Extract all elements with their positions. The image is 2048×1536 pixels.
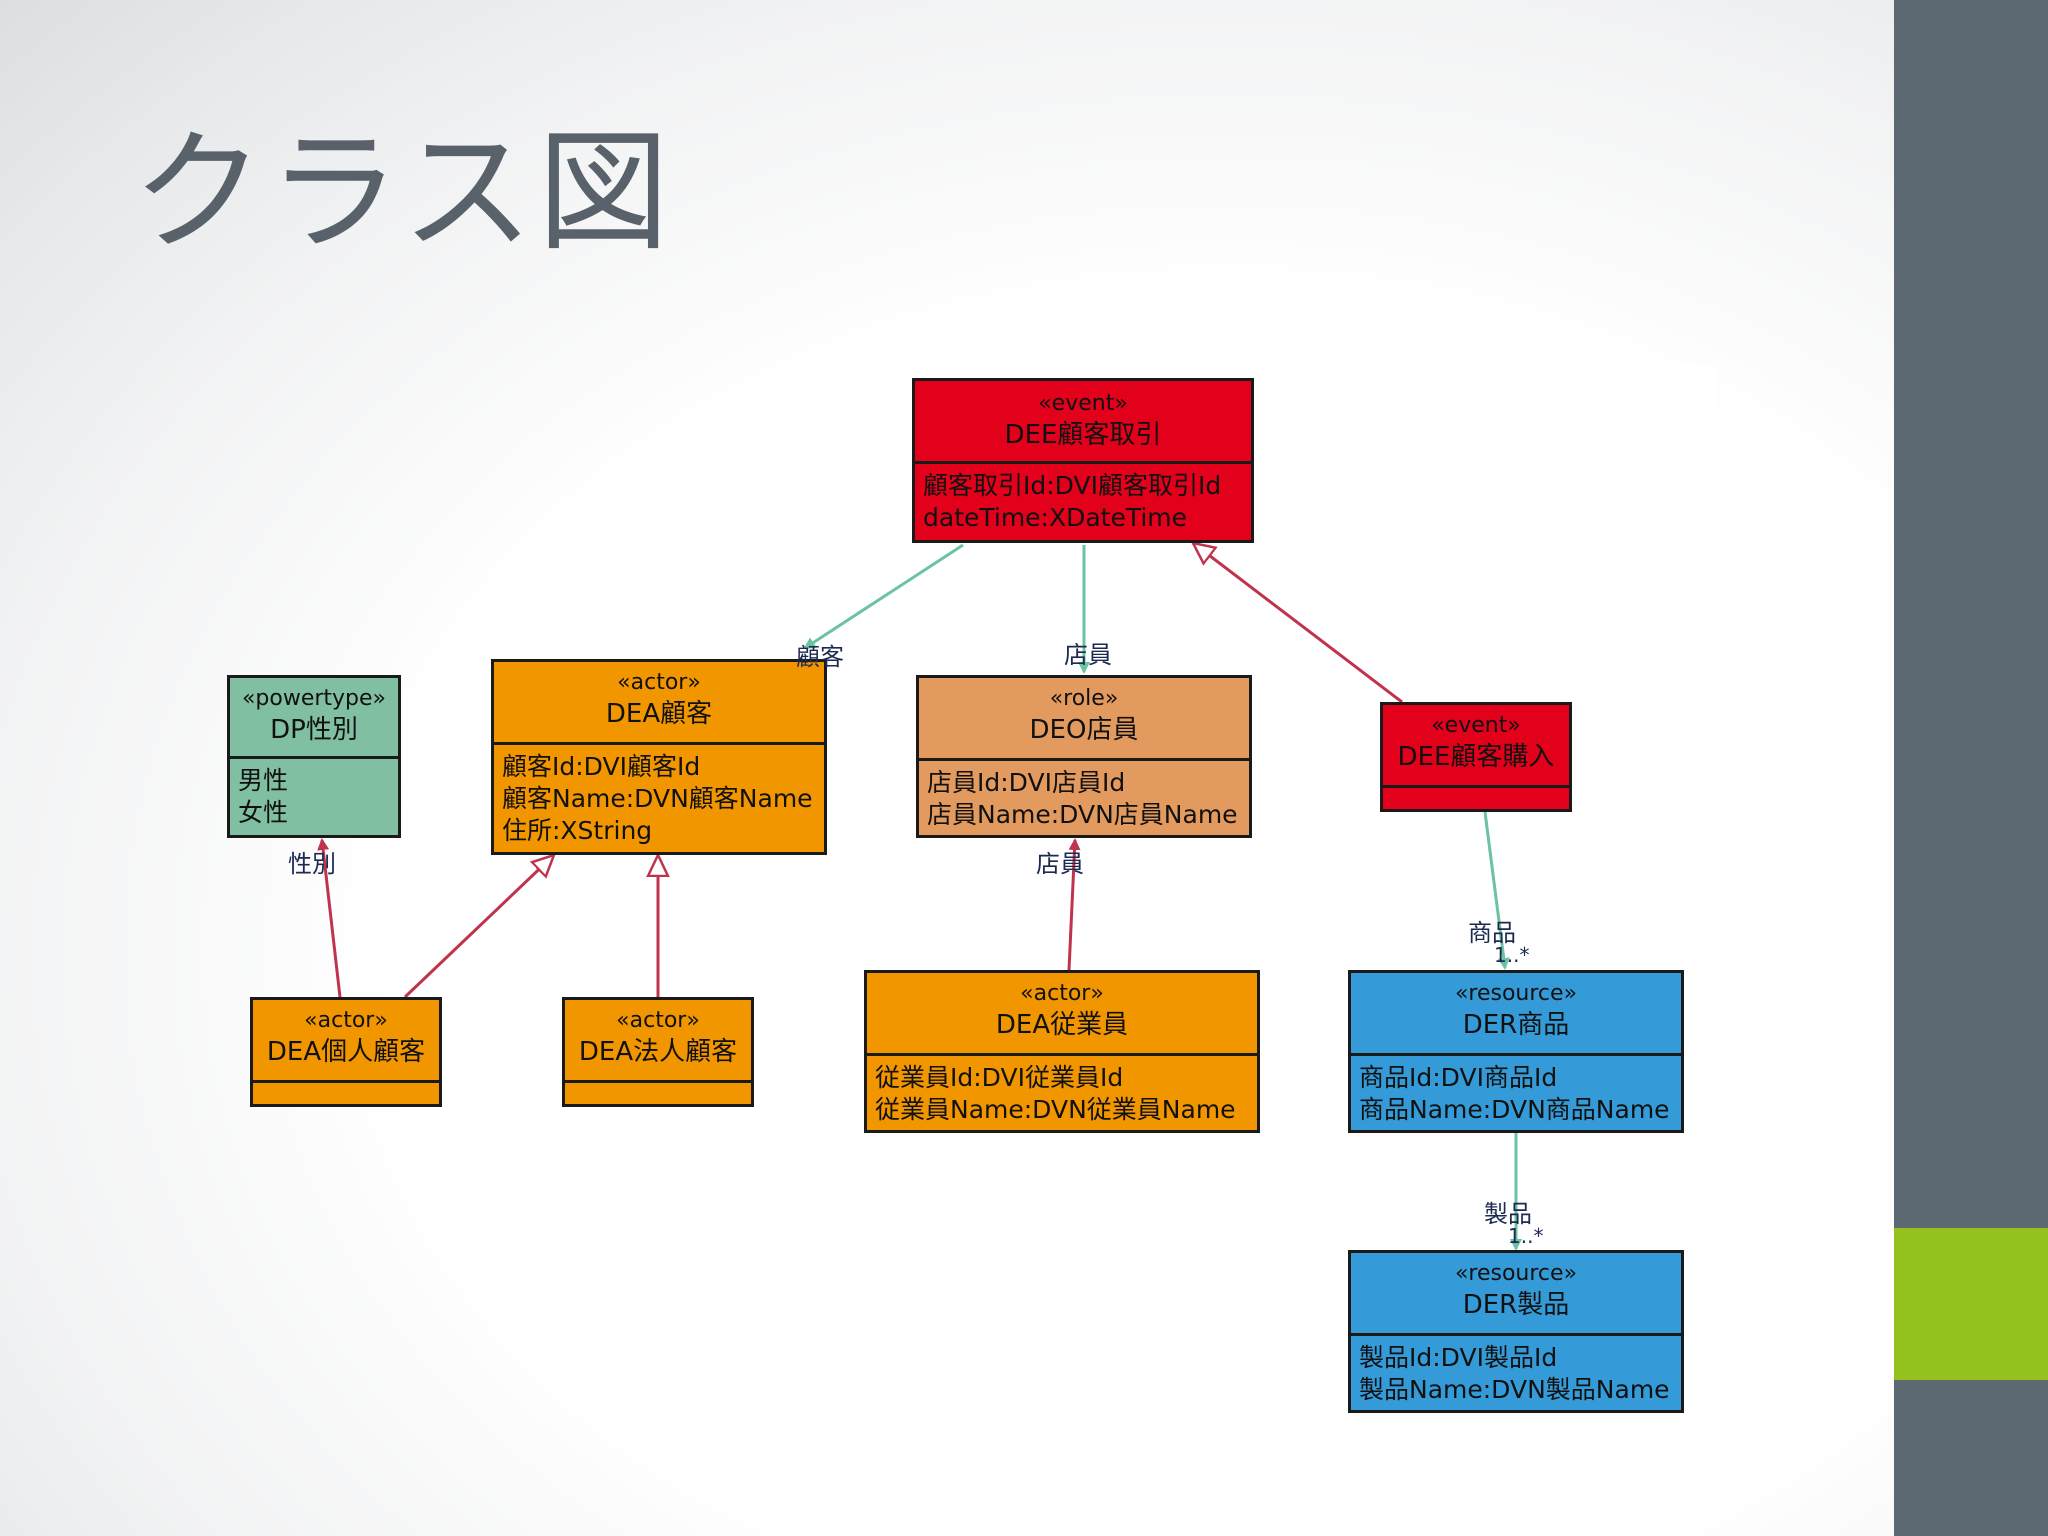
class-box: «actor» DEA顧客 顧客Id:DVI顧客Id 顧客Name:DVN顧客N…: [491, 659, 827, 855]
class-attributes: 従業員Id:DVI従業員Id 従業員Name:DVN従業員Name: [867, 1053, 1257, 1132]
class-attribute: 商品Name:DVN商品Name: [1359, 1095, 1670, 1124]
class-attributes: [565, 1080, 751, 1107]
class-header: «actor» DEA個人顧客: [253, 1000, 439, 1080]
class-header: «actor» DEA従業員: [867, 973, 1257, 1053]
connector-konyu-torihiki: [1193, 543, 1403, 704]
class-stereotype: «event»: [1038, 391, 1128, 416]
class-name: DEO店員: [1029, 715, 1139, 745]
class-attribute: 従業員Id:DVI従業員Id: [875, 1063, 1124, 1092]
class-box: «resource» DER商品 商品Id:DVI商品Id 商品Name:DVN…: [1348, 970, 1684, 1133]
class-name: DEA従業員: [995, 1010, 1129, 1040]
class-box: «role» DEO店員 店員Id:DVI店員Id 店員Name:DVN店員Na…: [916, 675, 1252, 838]
role-label: 顧客: [796, 643, 844, 671]
class-name: DP性別: [270, 715, 358, 745]
class-attribute: 顧客Id:DVI顧客Id: [502, 752, 701, 781]
class-attribute: 商品Id:DVI商品Id: [1359, 1063, 1558, 1092]
class-header: «resource» DER商品: [1351, 973, 1681, 1053]
role-label: 製品: [1484, 1200, 1532, 1228]
connector-torihiki-kokyaku: [803, 543, 964, 650]
class-attribute: 顧客取引Id:DVI顧客取引Id: [923, 471, 1222, 500]
class-name: DEA顧客: [605, 699, 713, 729]
class-stereotype: «actor»: [304, 1008, 388, 1033]
class-attribute: 従業員Name:DVN従業員Name: [875, 1095, 1236, 1124]
sidebar-accent-block: [1894, 1228, 2048, 1380]
class-name: DEA個人顧客: [266, 1037, 426, 1067]
class-stereotype: «actor»: [1020, 981, 1104, 1006]
class-attributes: [253, 1080, 439, 1107]
class-attribute: 店員Name:DVN店員Name: [927, 800, 1238, 829]
class-stereotype: «resource»: [1454, 981, 1578, 1006]
class-header: «role» DEO店員: [919, 678, 1249, 758]
class-attribute: 店員Id:DVI店員Id: [927, 768, 1126, 797]
slide-title: クラス図: [132, 116, 674, 270]
multiplicity-label: 1..*: [1508, 1224, 1544, 1248]
class-header: «event» DEE顧客購入: [1383, 705, 1569, 785]
class-stereotype: «resource»: [1454, 1261, 1578, 1286]
class-box: «event» DEE顧客取引 顧客取引Id:DVI顧客取引Id dateTim…: [912, 378, 1254, 543]
class-box: «actor» DEA法人顧客: [562, 997, 754, 1107]
class-stereotype: «powertype»: [241, 686, 387, 711]
class-name: DEE顧客取引: [1004, 420, 1162, 450]
class-attribute: 製品Id:DVI製品Id: [1359, 1343, 1558, 1372]
class-box: «powertype» DP性別 男性 女性: [227, 675, 401, 838]
class-stereotype: «event»: [1431, 713, 1521, 738]
class-attributes: 製品Id:DVI製品Id 製品Name:DVN製品Name: [1351, 1333, 1681, 1412]
class-name: DER製品: [1462, 1290, 1570, 1320]
class-name: DEA法人顧客: [578, 1037, 738, 1067]
class-header: «actor» DEA法人顧客: [565, 1000, 751, 1080]
connector-konyu-shohin: [1483, 811, 1510, 970]
connector-jugyoin-tenin: [1067, 838, 1081, 971]
role-label: 店員: [1064, 641, 1112, 669]
class-header: «resource» DER製品: [1351, 1253, 1681, 1333]
class-attribute: 住所:XString: [502, 816, 653, 845]
class-attributes: [1383, 785, 1569, 812]
class-attributes: 男性 女性: [230, 756, 398, 835]
class-attributes: 店員Id:DVI店員Id 店員Name:DVN店員Name: [919, 758, 1249, 837]
class-attribute: 男性: [238, 766, 289, 795]
role-label: 店員: [1036, 850, 1084, 878]
multiplicity-label: 1..*: [1494, 943, 1530, 967]
class-box: «event» DEE顧客購入: [1380, 702, 1572, 812]
class-attribute: 女性: [238, 798, 289, 827]
class-attributes: 顧客取引Id:DVI顧客取引Id dateTime:XDateTime: [915, 461, 1251, 540]
role-label: 商品: [1468, 919, 1516, 947]
class-attribute: 製品Name:DVN製品Name: [1359, 1375, 1670, 1404]
class-attributes: 商品Id:DVI商品Id 商品Name:DVN商品Name: [1351, 1053, 1681, 1132]
class-header: «event» DEE顧客取引: [915, 381, 1251, 461]
class-stereotype: «role»: [1049, 686, 1119, 711]
class-header: «actor» DEA顧客: [494, 662, 824, 742]
class-stereotype: «actor»: [616, 1008, 700, 1033]
class-attribute: 顧客Name:DVN顧客Name: [502, 784, 813, 813]
connector-kojin-seibetsu: [317, 838, 342, 998]
class-attribute: dateTime:XDateTime: [923, 503, 1188, 532]
class-name: DEE顧客購入: [1397, 742, 1555, 772]
class-name: DER商品: [1462, 1010, 1570, 1040]
class-attributes: 顧客Id:DVI顧客Id 顧客Name:DVN顧客Name 住所:XString: [494, 742, 824, 853]
class-box: «actor» DEA個人顧客: [250, 997, 442, 1107]
class-header: «powertype» DP性別: [230, 678, 398, 756]
class-stereotype: «actor»: [617, 670, 701, 695]
role-label: 性別: [288, 850, 336, 878]
class-box: «resource» DER製品 製品Id:DVI製品Id 製品Name:DVN…: [1348, 1250, 1684, 1413]
class-box: «actor» DEA従業員 従業員Id:DVI従業員Id 従業員Name:DV…: [864, 970, 1260, 1133]
connector-kojin-kokyaku: [403, 855, 554, 999]
